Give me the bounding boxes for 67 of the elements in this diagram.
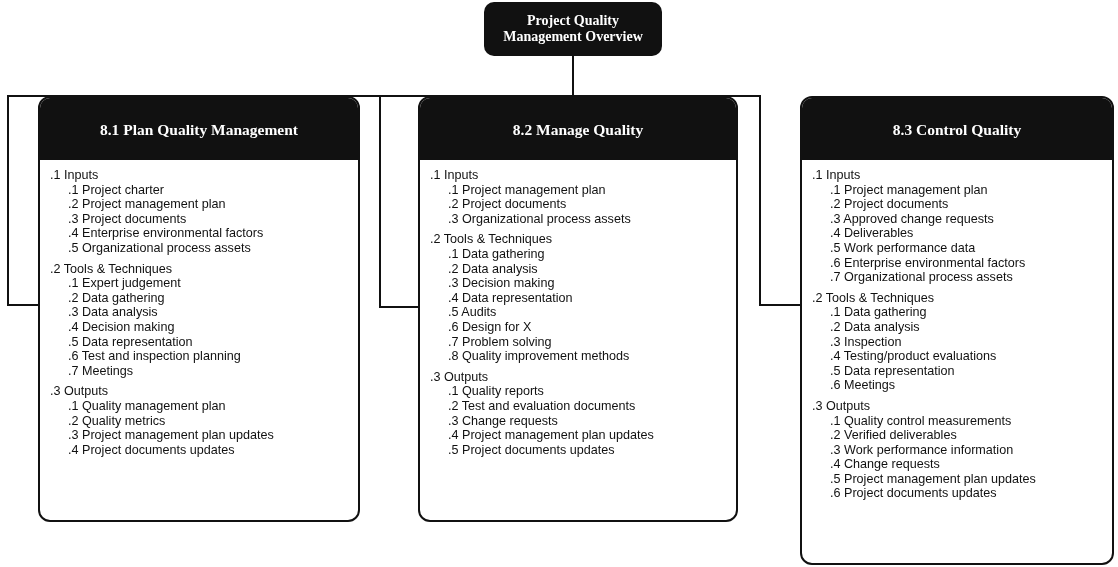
list-item: .1 Expert judgement [67,276,182,291]
list-item: .2 Data analysis [447,261,539,277]
list-item: .4 Project management plan updates [447,428,655,443]
list-item: .3 Data analysis [67,305,159,320]
section-heading: .1 Inputs [430,168,480,183]
process-card [418,96,738,522]
list-item: .1 Data gathering [447,246,546,262]
process-card [38,96,360,522]
list-item: .5 Project documents updates [447,442,616,458]
list-item: .4 Change requests [829,457,941,472]
list-item: .1 Quality reports [447,384,545,399]
list-item: .5 Work performance data [829,240,977,256]
list-item: .1 Project charter [67,182,165,198]
list-item: .3 Approved change requests [829,211,995,227]
list-item: .3 Project management plan updates [67,428,275,443]
list-item: .1 Data gathering [829,305,928,320]
list-item: .7 Organizational process assets [829,270,1014,285]
list-item: .1 Quality management plan [67,398,227,414]
list-item: .6 Project documents updates [829,486,998,502]
section-heading: .2 Tools & Techniques [430,232,554,247]
section-heading: .3 Outputs [812,398,872,414]
list-item: .4 Data representation [447,290,574,306]
list-item: .2 Project documents [447,197,568,212]
list-item: .2 Quality metrics [67,413,167,429]
list-item: .2 Project documents [829,197,950,212]
list-item: .1 Project management plan [829,182,989,198]
list-item: .3 Work performance information [829,442,1015,458]
list-item: .6 Enterprise environmental factors [829,255,1027,271]
list-item: .1 Project management plan [447,182,607,198]
list-item: .2 Data gathering [67,290,166,306]
list-item: .5 Data representation [829,363,956,379]
list-item: .3 Decision making [447,276,556,291]
list-item: .3 Inspection [829,334,903,350]
list-item: .5 Data representation [67,334,194,350]
section-heading: .3 Outputs [430,369,490,385]
list-item: .2 Project management plan [67,197,227,212]
list-item: .1 Quality control measurements [829,413,1013,429]
list-item: .2 Data analysis [829,319,921,335]
list-item: .4 Project documents updates [67,442,236,458]
list-item: .3 Organizational process assets [447,211,632,227]
section-heading: .3 Outputs [50,384,110,399]
list-item: .4 Decision making [67,319,176,335]
list-item: .6 Design for X [447,319,533,335]
list-item: .4 Testing/product evaluations [829,349,998,364]
list-item: .4 Enterprise environmental factors [67,226,265,241]
process-heading: 8.1 Plan Quality Management [40,98,358,160]
list-item: .5 Organizational process assets [67,240,252,256]
section-heading: .2 Tools & Techniques [50,261,174,277]
list-item: .6 Meetings [829,378,897,393]
list-item: .6 Test and inspection planning [67,349,242,364]
list-item: .3 Project documents [67,211,188,227]
section-heading: .1 Inputs [50,168,100,183]
process-heading: 8.2 Manage Quality [420,98,736,160]
process-card [800,96,1114,565]
list-item: .5 Audits [447,305,498,320]
list-item: .5 Project management plan updates [829,471,1037,487]
list-item: .7 Problem solving [447,334,553,350]
list-item: .7 Meetings [67,363,135,379]
section-heading: .2 Tools & Techniques [812,290,936,306]
list-item: .2 Test and evaluation documents [447,398,637,414]
list-item: .8 Quality improvement methods [447,349,631,364]
list-item: .4 Deliverables [829,226,915,241]
title-box: Project Quality Management Overview [484,2,662,56]
list-item: .3 Change requests [447,413,559,429]
section-heading: .1 Inputs [812,168,862,183]
list-item: .2 Verified deliverables [829,428,958,443]
process-heading: 8.3 Control Quality [802,98,1112,160]
